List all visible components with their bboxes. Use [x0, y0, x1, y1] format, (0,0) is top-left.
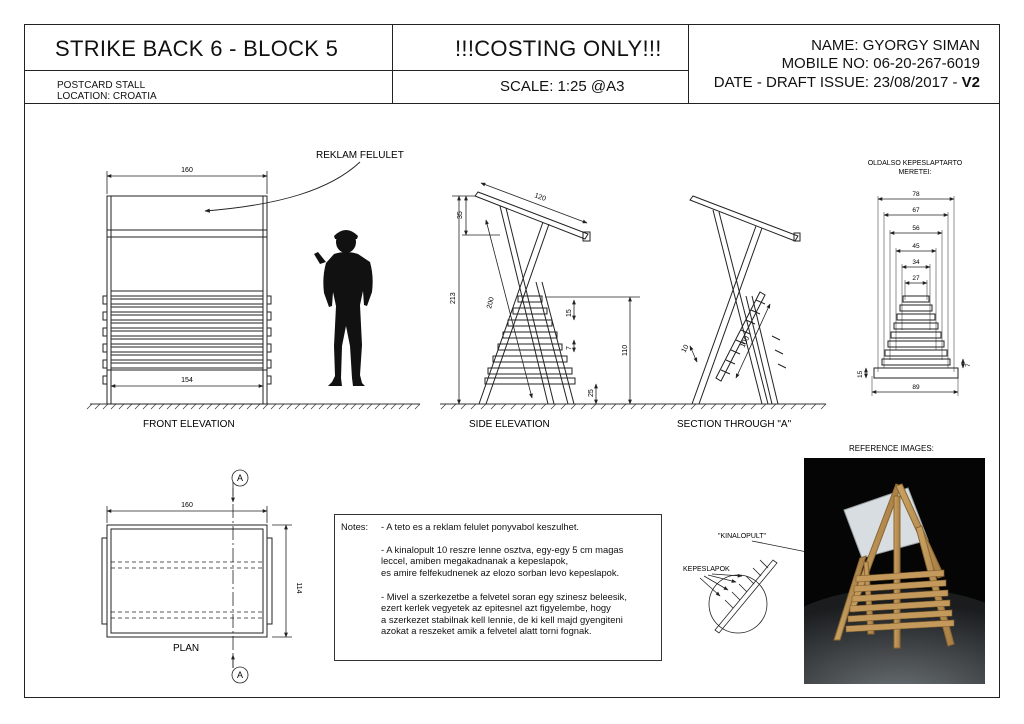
section-marker-top: A — [237, 473, 243, 483]
dim-rack-15: 15 — [857, 370, 864, 378]
plan-dimensions — [106, 506, 292, 638]
note-1: - A teto es a reklam felulet ponyvabol k… — [381, 521, 580, 532]
dim-plan-depth: 114 — [295, 582, 302, 593]
reference-render-svg — [804, 458, 985, 684]
dim-rack-7: 7 — [965, 363, 972, 367]
side-shelf-slats — [484, 295, 576, 385]
reklam-label: REKLAM FELULET — [316, 150, 404, 161]
rack-extension-lines — [871, 196, 959, 396]
title-block-divider — [24, 70, 393, 71]
drawing-sheet-border — [24, 24, 1000, 698]
section-title: SECTION THROUGH "A" — [677, 419, 792, 430]
costing-notice: !!!COSTING ONLY!!! — [455, 36, 662, 61]
rack-label-line1: OLDALSO KEPESLAPTARTO — [868, 160, 963, 167]
note-2: - A kinalopult 10 reszre lenne osztva, e… — [381, 544, 624, 578]
reference-render-image — [804, 458, 985, 684]
author-name: NAME: GYORGY SIMAN — [811, 37, 980, 54]
dim-rack-78: 78 — [912, 191, 920, 198]
rack-dimension-lines — [871, 197, 959, 394]
dim-side-leg: 200 — [486, 296, 496, 309]
title-block: STRIKE BACK 6 - BLOCK 5 POSTCARD STALL L… — [24, 24, 1000, 104]
dim-rack-67: 67 — [912, 207, 920, 214]
front-elevation-drawing — [102, 195, 272, 405]
dim-side-roof: 35 — [457, 211, 464, 219]
dim-side-110: 110 — [622, 345, 629, 356]
dim-rack-89: 89 — [912, 384, 920, 391]
notes-label: Notes: — [341, 521, 369, 532]
side-dimensions — [452, 182, 640, 405]
section-dimensions — [689, 303, 771, 379]
dim-section-10: 10 — [681, 344, 691, 354]
front-side-brackets — [102, 295, 272, 385]
front-width-dimension — [106, 171, 268, 194]
dim-rack-45: 45 — [912, 243, 920, 250]
rack-detail-drawing — [864, 196, 965, 396]
item-name: POSTCARD STALL — [57, 80, 146, 91]
reference-images-title: REFERENCE IMAGES: — [849, 444, 934, 453]
section-cut-line — [231, 469, 249, 684]
kepeslapok-label: KEPESLAPOK — [683, 566, 730, 573]
plan-title: PLAN — [173, 643, 199, 654]
plan-drawing — [101, 524, 273, 638]
section-drawing — [689, 195, 801, 405]
rack-label-line2: MERETEI: — [898, 169, 931, 176]
dim-side-top: 120 — [533, 192, 546, 203]
dim-plan-width: 160 — [181, 502, 193, 509]
mobile-number: MOBILE NO: 06-20-267-6019 — [781, 55, 980, 72]
version-label: V2 — [961, 74, 980, 91]
dim-front-inner: 154 — [181, 377, 193, 384]
dim-rack-27: 27 — [912, 275, 920, 282]
title-block-divider — [393, 70, 689, 71]
kinalopult-label: "KINALOPULT" — [718, 533, 767, 540]
draft-date-text: DATE - DRAFT ISSUE: 23/08/2017 - — [713, 74, 962, 91]
dim-section-100: 100 — [740, 335, 752, 349]
title-block-project-cell: STRIKE BACK 6 - BLOCK 5 POSTCARD STALL L… — [24, 24, 393, 104]
ground-line-right — [440, 403, 827, 410]
dim-side-15: 15 — [566, 309, 573, 317]
draft-date: DATE - DRAFT ISSUE: 23/08/2017 - V2 — [714, 74, 980, 91]
section-marker-bottom: A — [237, 670, 243, 680]
dim-front-width: 160 — [181, 167, 193, 174]
note-3: - Mivel a szerkezetbe a felvetel soran e… — [381, 591, 627, 637]
human-scale-figure — [314, 230, 373, 386]
reklam-leader-arrow — [204, 161, 361, 213]
title-block-author-cell: NAME: GYORGY SIMAN MOBILE NO: 06-20-267-… — [689, 24, 1000, 104]
location: LOCATION: CROATIA — [57, 91, 157, 102]
title-block-costing-cell: !!!COSTING ONLY!!! SCALE: 1:25 @A3 — [393, 24, 689, 104]
notes-box: Notes: - A teto es a reklam felulet pony… — [334, 514, 662, 661]
dim-side-7: 7 — [566, 346, 573, 350]
ground-line-left — [86, 403, 421, 410]
front-shelf-slats — [110, 290, 264, 369]
dim-side-height: 213 — [450, 292, 457, 304]
dim-side-25: 25 — [588, 389, 595, 397]
dim-rack-56: 56 — [912, 225, 920, 232]
rack-shelf-steps — [873, 295, 959, 379]
dim-rack-34: 34 — [912, 259, 920, 266]
side-elevation-title: SIDE ELEVATION — [469, 419, 550, 430]
front-elevation-title: FRONT ELEVATION — [143, 419, 235, 430]
project-title: STRIKE BACK 6 - BLOCK 5 — [55, 36, 339, 61]
drawing-scale: SCALE: 1:25 @A3 — [500, 78, 625, 95]
